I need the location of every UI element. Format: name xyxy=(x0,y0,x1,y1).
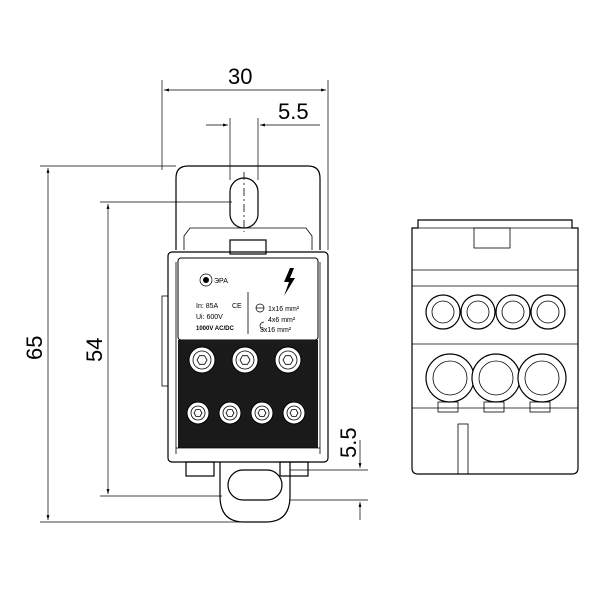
dimension-lines: 30 5.5 65 54 5.5 xyxy=(22,64,368,523)
side-small-ports xyxy=(425,294,566,330)
dim-hole-spacing-bottom: 5.5 xyxy=(336,427,361,458)
ce-mark: CE xyxy=(232,303,242,310)
small-screw xyxy=(282,401,306,425)
voltage-rating: 1000V AC/DC xyxy=(196,326,234,332)
output-spec-2: 3x16 mm² xyxy=(260,327,292,334)
large-screw-row xyxy=(188,346,302,374)
small-screw-row xyxy=(186,401,306,425)
brand-name: ЭРА xyxy=(214,278,228,285)
small-screw xyxy=(250,401,274,425)
front-view: ЭРА In: 85A CE Ui: 600V 1000V AC/DC 1x16… xyxy=(161,165,329,523)
in-rating: In: 85A xyxy=(196,303,219,310)
small-screw xyxy=(186,401,210,425)
large-screw xyxy=(231,346,259,374)
output-spec-1: 4x6 mm² xyxy=(268,317,296,324)
lightning-bolt-icon xyxy=(284,268,295,296)
input-terminal-icon xyxy=(255,303,265,313)
era-sun-logo xyxy=(199,273,213,287)
side-view-outline xyxy=(411,219,579,475)
ui-rating: Ui: 600V xyxy=(196,314,223,321)
dim-height-total: 65 xyxy=(22,336,47,360)
top-clip-outline xyxy=(175,165,321,250)
large-screw xyxy=(274,346,302,374)
large-screw xyxy=(188,346,216,374)
output-terminal-icon xyxy=(259,321,265,331)
small-screw xyxy=(218,401,242,425)
side-large-ports xyxy=(425,353,567,403)
dim-hole-spacing-top: 5.5 xyxy=(278,99,309,124)
bottom-mounting-slot xyxy=(227,469,283,501)
input-spec: 1x16 mm² xyxy=(268,306,300,313)
dim-height-body: 54 xyxy=(82,338,107,362)
side-view xyxy=(411,219,579,475)
dim-width-total: 30 xyxy=(228,64,252,89)
